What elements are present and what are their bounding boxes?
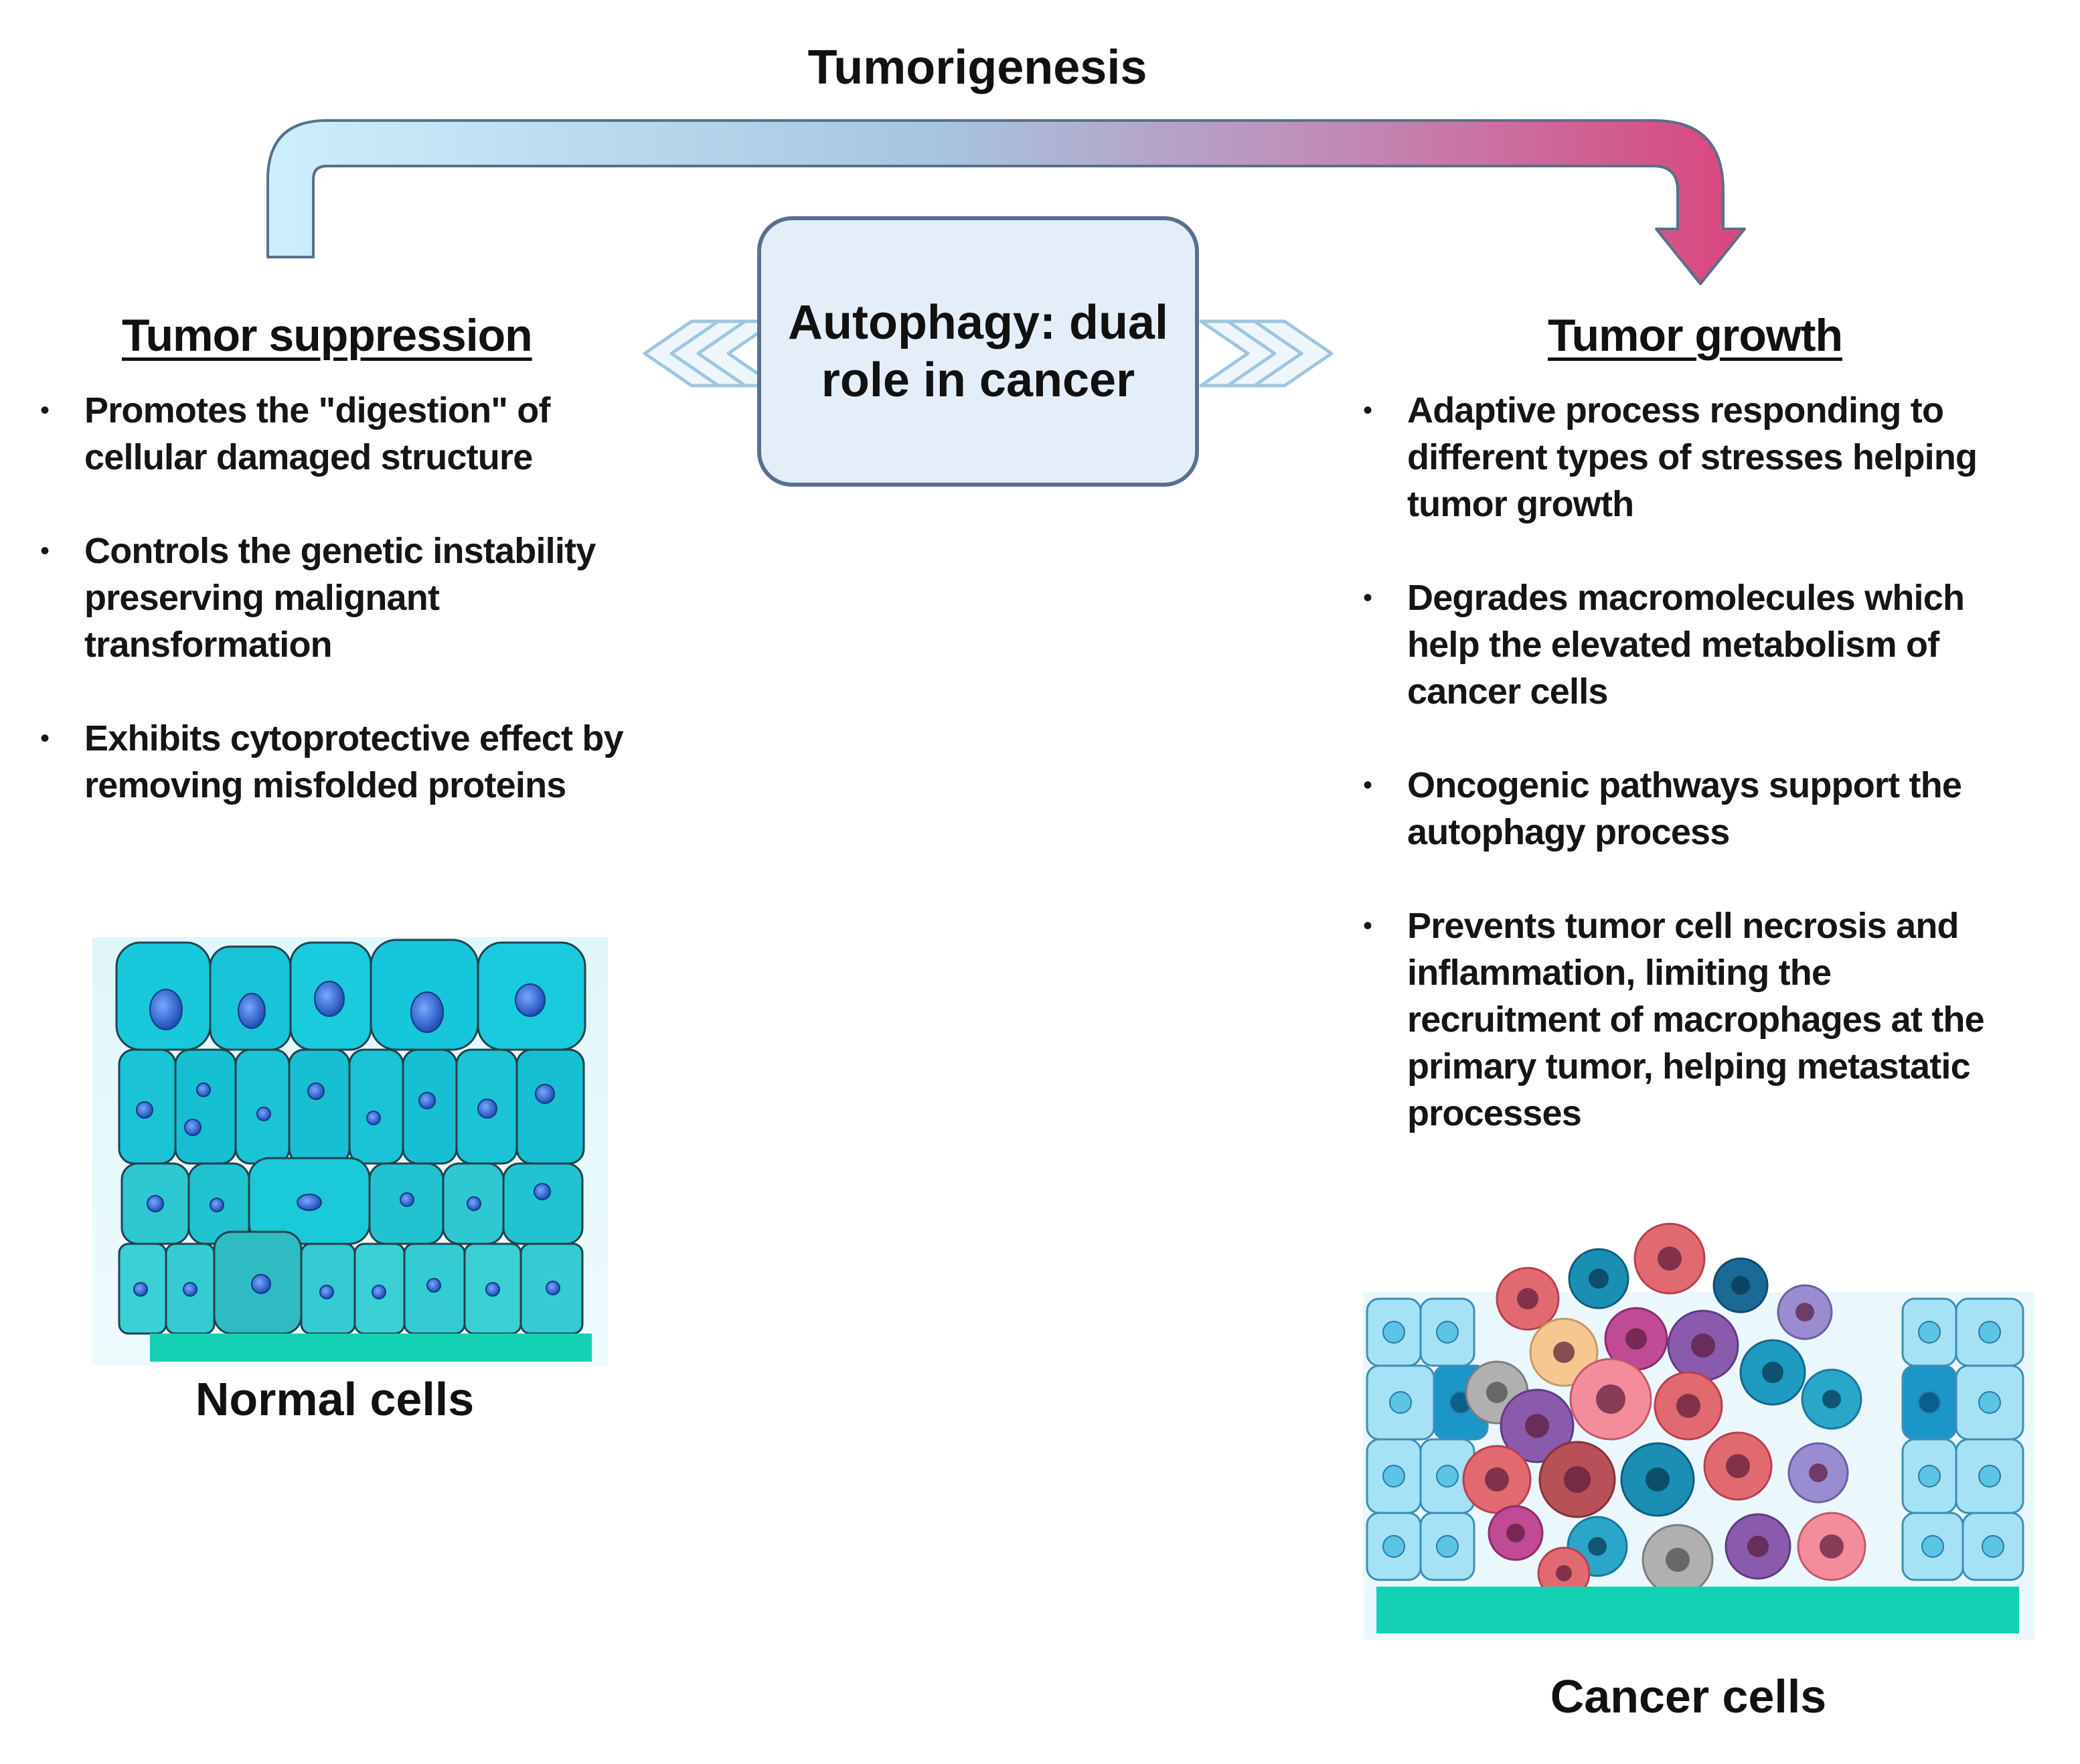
tumorigenesis-arrow <box>266 119 1746 388</box>
tumor-suppression-list: Promotes the "digestion" of cellular dam… <box>40 387 660 809</box>
center-box-line1: Autophagy: dual <box>788 296 1168 349</box>
list-item: Prevents tumor cell necrosis and inflamm… <box>1363 902 2050 1137</box>
left-chevrons-icon <box>643 319 777 388</box>
list-item: Oncogenic pathways support the autophagy… <box>1363 762 2050 856</box>
right-chevrons-icon <box>1199 319 1334 388</box>
diagram-title: Tumorigenesis <box>807 41 1147 94</box>
cancer-cells-illustration <box>1363 1222 2035 1640</box>
normal-cells-illustration <box>92 937 608 1366</box>
list-item: Promotes the "digestion" of cellular dam… <box>40 387 660 481</box>
autophagy-box: Autophagy: dual role in cancer <box>757 216 1199 487</box>
tumor-growth-list: Adaptive process responding to different… <box>1363 387 2050 1137</box>
tumor-growth-heading: Tumor growth <box>1548 310 1843 361</box>
list-item: Degrades macromolecules which help the e… <box>1363 574 2050 715</box>
center-box-line2: role in cancer <box>821 353 1135 407</box>
normal-cells-caption: Normal cells <box>195 1373 475 1425</box>
cancer-cells-caption: Cancer cells <box>1550 1670 1827 1722</box>
list-item: Controls the genetic instability preserv… <box>40 528 660 668</box>
list-item: Exhibits cytoprotective effect by removi… <box>40 715 660 809</box>
list-item: Adaptive process responding to different… <box>1363 387 2050 528</box>
tumor-suppression-heading: Tumor suppression <box>122 310 533 361</box>
